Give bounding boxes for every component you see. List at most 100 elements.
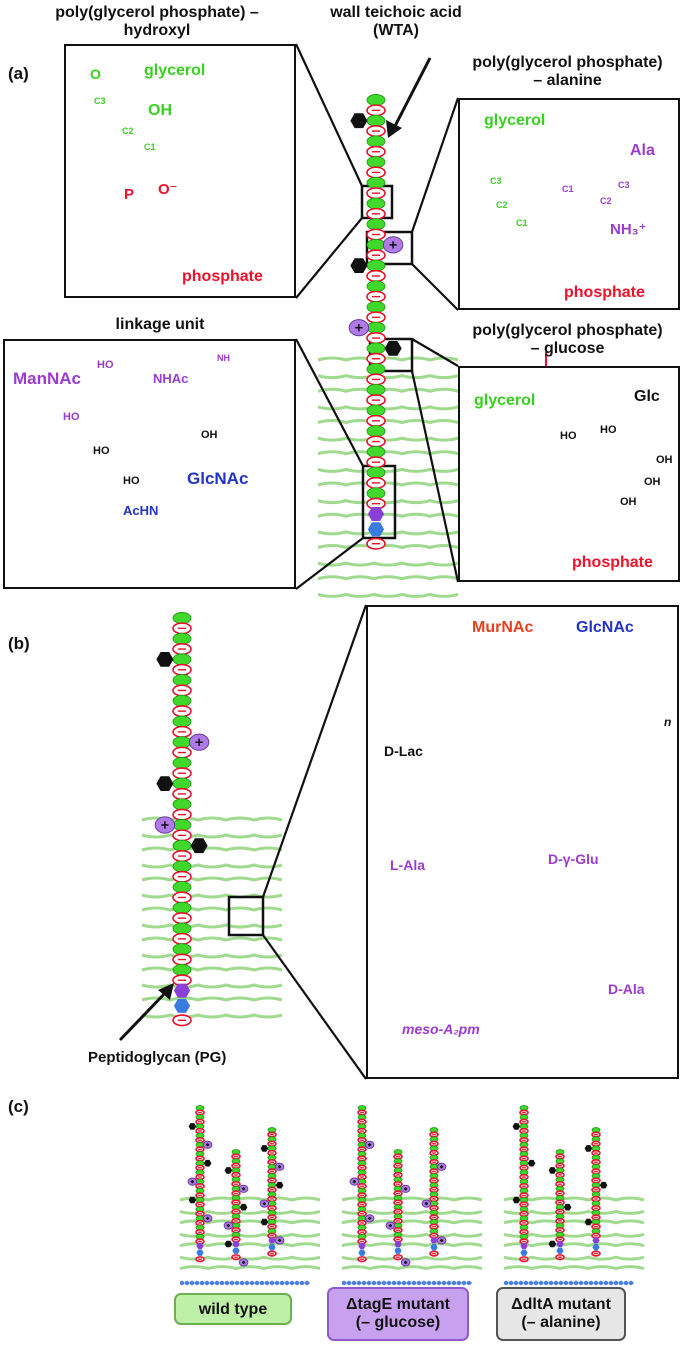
pg-strand	[317, 592, 459, 598]
pg-strand	[317, 374, 459, 380]
glucose-hexagon	[188, 1123, 197, 1130]
title-hydroxyl: poly(glycerol phosphate) – hydroxyl	[22, 4, 292, 41]
pg-strand	[317, 436, 459, 442]
alanine-c1-glycerol: C1	[516, 218, 528, 228]
glycerol-bead	[366, 466, 386, 479]
glcnac-hexagon	[556, 1247, 564, 1254]
pg-strand	[141, 966, 283, 972]
hydroxyl-glycerol-label: glycerol	[144, 62, 206, 79]
glcnac-hexagon	[592, 1244, 600, 1251]
glycerol-bead	[172, 756, 192, 769]
linkage-ho-2: HO	[63, 411, 80, 423]
pg-strand	[141, 863, 283, 869]
mannac-hexagon	[430, 1237, 438, 1244]
mannac-hexagon	[173, 983, 191, 998]
pg-strand	[341, 1196, 483, 1202]
panel-a-label: (a)	[8, 64, 29, 83]
zoom-box-pg	[227, 895, 265, 937]
tag-dlta-line1: ΔdltA mutant	[511, 1296, 611, 1313]
pg-strand	[141, 953, 283, 959]
pg-strand	[317, 467, 459, 473]
box-linkage: ManNAc GlcNAc NHAc AcHN NH HO HO OH HO H…	[3, 339, 296, 589]
alanine-bead	[223, 1221, 234, 1230]
title-alanine-line2: – alanine	[533, 72, 602, 90]
glycerol-bead	[366, 135, 386, 148]
zoom-connector	[410, 97, 460, 233]
pg-meso-label: meso-A₂pm	[402, 1021, 480, 1037]
pg-strand	[141, 846, 283, 852]
pg-strand	[141, 996, 283, 1002]
glycerol-bead	[172, 777, 192, 790]
glycerol-bead	[172, 612, 192, 624]
glycerol-bead	[366, 487, 386, 500]
alanine-bead	[382, 236, 404, 254]
glucose-ho-2: HO	[600, 424, 617, 436]
pg-strand	[179, 1255, 321, 1261]
pg-strand	[503, 1219, 645, 1225]
pg-murnac-label: MurNAc	[472, 619, 534, 636]
alanine-phosphate-label: phosphate	[564, 284, 645, 301]
tag-tage-mutant: ΔtagE mutant (– glucose)	[327, 1287, 469, 1341]
wta-chain	[259, 1127, 285, 1257]
glucose-hexagon	[260, 1218, 269, 1226]
glucose-hexagon	[548, 1167, 557, 1174]
pg-strand	[503, 1242, 645, 1248]
zoom-connector	[295, 217, 363, 299]
hydroxyl-o: O	[90, 66, 101, 82]
alanine-c2: C2	[600, 196, 612, 206]
glucose-hexagon	[275, 1181, 284, 1189]
hydroxyl-p: P	[124, 186, 135, 203]
linkage-nh: NH	[217, 353, 230, 363]
glycerol-bead	[366, 114, 386, 127]
alanine-bead	[400, 1184, 411, 1193]
pg-arrowhead	[158, 983, 174, 1000]
pg-strand	[317, 419, 459, 425]
glucose-oh-1: OH	[656, 454, 673, 466]
title-glucose-line2: – glucose	[530, 340, 605, 358]
pg-dglu-label: D-γ-Glu	[548, 851, 599, 867]
glucose-hexagon	[156, 776, 174, 792]
title-hydroxyl-line1: poly(glycerol phosphate) –	[55, 4, 259, 21]
wta-chain	[584, 1127, 608, 1257]
glycerol-bead	[172, 632, 192, 645]
pg-strand	[317, 499, 459, 505]
alanine-bead	[348, 319, 370, 337]
alanine-bead	[400, 1258, 411, 1267]
glycerol-bead	[172, 736, 192, 749]
glucose-hexagon	[548, 1240, 557, 1248]
alanine-bead	[364, 1140, 375, 1149]
glycerol-bead	[366, 404, 386, 417]
zoom-connector	[262, 934, 367, 1080]
glucose-hexagon	[512, 1196, 521, 1204]
glycerol-bead	[366, 280, 386, 293]
glucose-hexagon	[239, 1203, 248, 1211]
tag-dlta-mutant: ΔdltA mutant (– alanine)	[496, 1287, 626, 1341]
glcnac-hexagon	[232, 1247, 240, 1254]
pg-strand	[503, 1196, 645, 1202]
wta-chain	[512, 1105, 536, 1263]
pg-strand	[341, 1219, 483, 1225]
box-alanine: glycerol Ala C3 C2 C1 NH₃⁺ C3 C2 C1 phos…	[458, 98, 680, 310]
wta-chain	[421, 1127, 447, 1257]
pg-strand	[341, 1255, 483, 1261]
hydroxyl-oh: OH	[148, 102, 172, 119]
alanine-bead	[364, 1214, 375, 1223]
alanine-c3: C3	[618, 180, 630, 190]
glycerol-bead	[366, 197, 386, 210]
glucose-hexagon	[563, 1203, 572, 1211]
glucose-hexagon	[350, 258, 368, 274]
pg-strand	[179, 1196, 321, 1202]
mannac-hexagon	[268, 1237, 276, 1244]
pg-label: Peptidoglycan (PG)	[88, 1049, 227, 1066]
alanine-bead	[349, 1177, 360, 1186]
peptidoglycan-layer	[317, 356, 459, 598]
glucose-phosphate-label: phosphate	[572, 554, 653, 571]
glucose-hexagon	[350, 113, 368, 129]
mannac-hexagon	[556, 1240, 564, 1248]
hydroxyl-c1: C1	[144, 142, 156, 152]
glycerol-bead	[172, 860, 192, 873]
linkage-nhac: NHAc	[153, 371, 189, 386]
mannac-hexagon	[394, 1240, 402, 1248]
pg-strand	[341, 1242, 483, 1248]
linkage-ho-1: HO	[97, 359, 114, 371]
